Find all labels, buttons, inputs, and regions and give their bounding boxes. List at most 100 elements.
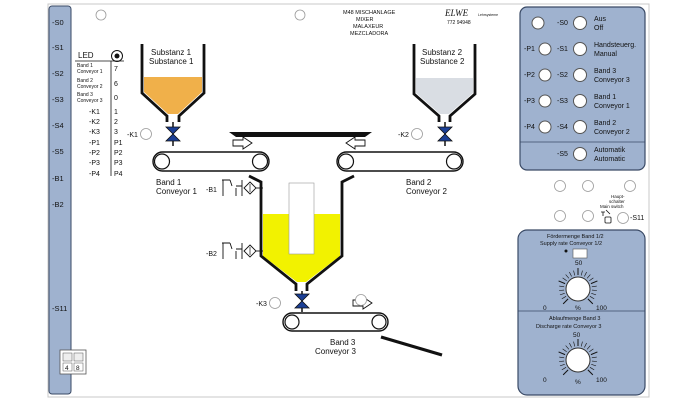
dial-tick — [569, 271, 572, 277]
model-subtitle: MIXER — [356, 17, 373, 23]
rail-label: -S5 — [52, 147, 64, 156]
button-s2[interactable] — [573, 68, 587, 82]
dial-label: Ablaufmenge Band 3 — [549, 316, 600, 322]
switch-symbol-icon — [222, 242, 243, 259]
lamp-p1[interactable] — [538, 42, 552, 56]
switch-symbol-icon — [601, 209, 611, 216]
control-row-s1[interactable]: -P1 -S1 Handsteuerg. Manual — [524, 42, 636, 58]
main-switch-label: Main switch — [600, 204, 624, 209]
dial-knob[interactable] — [565, 276, 591, 302]
button-s0[interactable] — [573, 16, 587, 30]
valve-k1[interactable]: -K1 — [127, 122, 181, 146]
control-row-s5[interactable]: -S5 Automatik Automatic — [557, 147, 626, 163]
valve-k2-socket[interactable] — [411, 128, 423, 140]
valve-label: -K2 — [398, 132, 409, 139]
button-label: Conveyor 1 — [594, 103, 630, 110]
terminal-socket[interactable] — [624, 180, 636, 192]
control-row-s4[interactable]: -P4 -S4 Band 2 Conveyor 2 — [524, 120, 630, 136]
lamp-p3[interactable] — [538, 94, 552, 108]
dial-tick — [559, 285, 565, 288]
dial-tick — [590, 351, 598, 356]
keypad-key[interactable] — [62, 362, 73, 372]
sensor-b2[interactable]: -B2 — [206, 242, 263, 259]
button-s4[interactable] — [573, 120, 587, 134]
terminal-socket[interactable] — [582, 180, 594, 192]
valve-k3-socket[interactable] — [269, 297, 281, 309]
switch-label: -S4 — [557, 124, 568, 131]
led-row-label: -P3 — [89, 160, 100, 167]
elwe-logo: ELWE — [444, 8, 469, 18]
indicator-socket[interactable] — [531, 16, 545, 30]
terminal-socket[interactable] — [355, 294, 367, 306]
sensor-b1[interactable]: -B1 — [206, 179, 263, 196]
button-label: Conveyor 3 — [594, 77, 630, 84]
rail-label: -S4 — [52, 121, 64, 130]
valve-k3[interactable]: -K3 — [256, 291, 310, 312]
switch-label: -S2 — [557, 72, 568, 79]
keypad-key[interactable] — [73, 352, 84, 362]
keypad-key[interactable] — [62, 352, 73, 362]
control-panel: -S0 Aus Off -P1 -S1 Handsteuerg. Manual … — [519, 6, 646, 171]
dial-unit: % — [575, 305, 581, 312]
dial-tick — [573, 341, 576, 347]
discharge-chute — [380, 335, 443, 357]
conveyor-label: Band 1 — [156, 178, 182, 187]
led-row-label: Conveyor 2 — [77, 84, 103, 90]
dial-tick — [580, 270, 583, 276]
main-switch[interactable]: Haupt- schalter Main switch -S11 — [600, 194, 644, 224]
keypad-key[interactable] — [73, 362, 84, 372]
dial-tick — [558, 280, 566, 285]
conveyor-3: Band 3 Conveyor 3 — [282, 312, 389, 356]
direction-arrow-icon — [232, 136, 253, 150]
hopper-wall — [140, 44, 206, 122]
button-s5[interactable] — [573, 147, 587, 161]
button-label: Band 1 — [594, 94, 616, 101]
dial-tick — [562, 277, 567, 282]
conveyor-label: Conveyor 2 — [406, 187, 447, 196]
valve-icon — [165, 126, 181, 142]
valve-icon — [294, 293, 310, 309]
discharge-rate-dial[interactable]: Ablaufmenge Band 3 Discharge rate Convey… — [536, 316, 607, 386]
direction-arrow-icon — [345, 136, 366, 150]
button-label: Automatic — [594, 156, 626, 163]
control-row-s2[interactable]: -P2 -S2 Band 3 Conveyor 3 — [524, 68, 630, 84]
dial-knob[interactable] — [565, 347, 591, 373]
conveyor-belt — [152, 151, 270, 172]
model-subtitle: MALAXEUR — [353, 24, 383, 30]
terminal-socket[interactable] — [582, 210, 594, 222]
control-row-s3[interactable]: -P3 -S3 Band 1 Conveyor 1 — [524, 94, 630, 110]
dial-mid: 50 — [575, 260, 583, 267]
led-row-label: -K3 — [89, 129, 100, 136]
button-s3[interactable] — [573, 94, 587, 108]
dial-tick — [561, 367, 567, 371]
valve-k1-socket[interactable] — [140, 128, 152, 140]
button-label: Off — [594, 25, 603, 32]
terminal-socket[interactable] — [554, 180, 566, 192]
lamp-p4[interactable] — [538, 120, 552, 134]
lamp-p2[interactable] — [538, 68, 552, 82]
dial-tick — [584, 342, 587, 348]
dial-tick — [565, 274, 570, 279]
led-row-label: Conveyor 3 — [77, 98, 103, 104]
title-block: M48 MISCHANLAGE MIXER MALAXEUR MEZCLADOR… — [343, 8, 498, 37]
valve-k2[interactable]: -K2 — [398, 122, 453, 146]
control-row-s0[interactable]: -S0 Aus Off — [531, 16, 607, 32]
dial-tick — [559, 364, 565, 367]
conveyor-label: Conveyor 3 — [315, 347, 356, 356]
switch-symbol-icon — [222, 179, 243, 196]
dial-tick — [589, 296, 595, 300]
led-row-value: 3 — [114, 129, 118, 136]
button-s1[interactable] — [573, 42, 587, 56]
main-switch-socket[interactable] — [617, 212, 629, 224]
hopper-label: Substance 2 — [420, 57, 465, 66]
terminal-socket[interactable] — [554, 210, 566, 222]
led-row-label: Band 3 — [77, 92, 93, 98]
control-panel-bg — [519, 6, 646, 171]
main-switch-knob[interactable] — [604, 216, 612, 224]
hopper-label: Substanz 1 — [151, 48, 192, 57]
dial-tick — [586, 345, 591, 350]
supply-rate-dial[interactable]: Fördermenge Band 1/2 Supply rate Conveyo… — [540, 234, 607, 312]
led-row-label: Band 2 — [77, 78, 93, 84]
keypad-label: 8 — [76, 365, 80, 372]
dial-panel-bg — [517, 229, 646, 396]
